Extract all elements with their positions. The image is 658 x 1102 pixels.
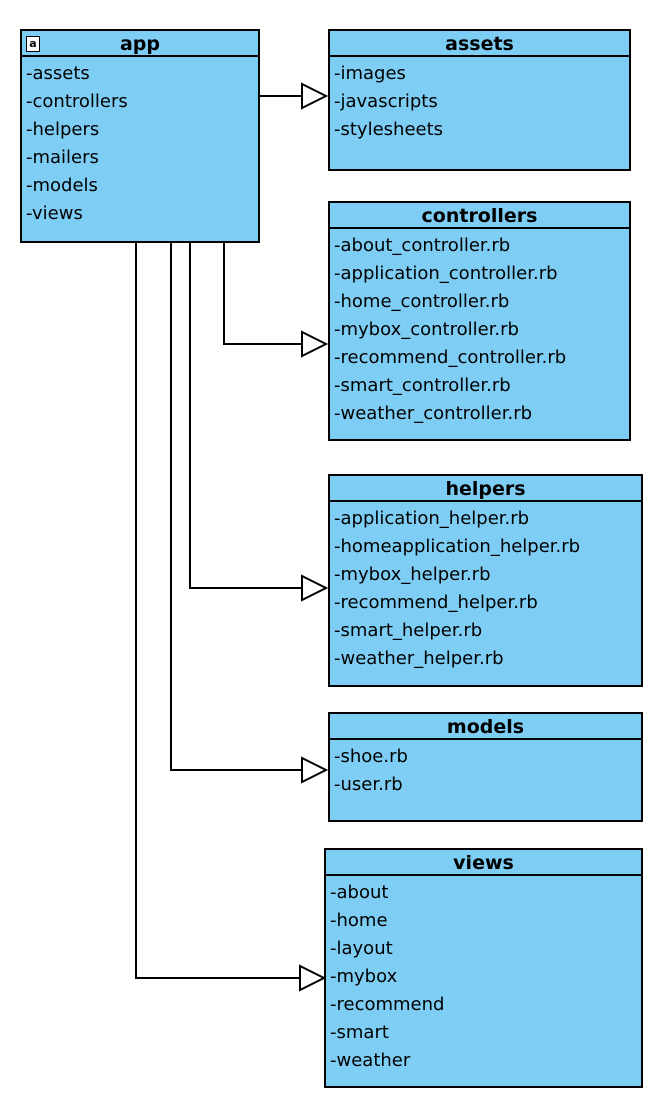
package-item: -smart_helper.rb	[334, 620, 483, 641]
arrowhead-helpers	[301, 574, 329, 602]
package-item: -mybox_helper.rb	[334, 564, 491, 585]
package-item: -application_controller.rb	[334, 263, 558, 284]
package-title: views	[326, 850, 641, 876]
package-title: helpers	[330, 476, 641, 502]
package-item: -mybox	[330, 966, 398, 987]
package-item: -recommend_controller.rb	[334, 347, 567, 368]
package-title: a app	[22, 31, 258, 57]
arrowhead-views	[299, 964, 327, 992]
package-item: -smart_controller.rb	[334, 375, 511, 396]
package-item: -weather_controller.rb	[334, 403, 533, 424]
package-item: -mailers	[26, 147, 99, 168]
package-item: -home_controller.rb	[334, 291, 510, 312]
package-items: -about_controller.rb -application_contro…	[330, 229, 629, 428]
package-item: -about	[330, 882, 389, 903]
package-item: -helpers	[26, 119, 100, 140]
package-item: -assets	[26, 63, 90, 84]
package-item: -homeapplication_helper.rb	[334, 536, 581, 557]
connector-controllers	[223, 243, 302, 345]
package-item: -images	[334, 63, 406, 84]
connector-views	[135, 243, 300, 979]
arrowhead-assets	[301, 82, 329, 110]
package-item: -recommend_helper.rb	[334, 592, 538, 613]
connector-models	[170, 243, 302, 771]
package-item: -layout	[330, 938, 393, 959]
package-item: -shoe.rb	[334, 746, 408, 767]
package-item: -javascripts	[334, 91, 438, 112]
arrowhead-controllers	[301, 330, 329, 358]
package-item: -mybox_controller.rb	[334, 319, 519, 340]
package-items: -about -home -layout -mybox -recommend -…	[326, 876, 641, 1075]
package-app[interactable]: a app -assets -controllers -helpers -mai…	[20, 29, 260, 243]
package-item: -weather_helper.rb	[334, 648, 504, 669]
package-item: -about_controller.rb	[334, 235, 511, 256]
package-item: -stylesheets	[334, 119, 444, 140]
package-item: -application_helper.rb	[334, 508, 530, 529]
package-icon: a	[26, 36, 40, 52]
package-assets[interactable]: assets -images -javascripts -stylesheets	[328, 29, 631, 171]
package-title-text: app	[119, 33, 161, 55]
package-items: -shoe.rb -user.rb	[330, 740, 641, 799]
package-title: assets	[330, 31, 629, 57]
package-item: -recommend	[330, 994, 445, 1015]
package-item: -models	[26, 175, 98, 196]
package-item: -controllers	[26, 91, 128, 112]
package-items: -images -javascripts -stylesheets	[330, 57, 629, 144]
package-item: -smart	[330, 1022, 389, 1043]
package-item: -weather	[330, 1050, 411, 1071]
arrowhead-models	[301, 756, 329, 784]
package-controllers[interactable]: controllers -about_controller.rb -applic…	[328, 201, 631, 441]
package-helpers[interactable]: helpers -application_helper.rb -homeappl…	[328, 474, 643, 687]
package-item: -views	[26, 203, 83, 224]
package-title: controllers	[330, 203, 629, 229]
connector-helpers	[189, 243, 302, 589]
package-items: -assets -controllers -helpers -mailers -…	[22, 57, 258, 228]
package-item: -home	[330, 910, 388, 931]
package-items: -application_helper.rb -homeapplication_…	[330, 502, 641, 673]
package-item: -user.rb	[334, 774, 403, 795]
package-views[interactable]: views -about -home -layout -mybox -recom…	[324, 848, 643, 1088]
package-title: models	[330, 714, 641, 740]
package-models[interactable]: models -shoe.rb -user.rb	[328, 712, 643, 822]
